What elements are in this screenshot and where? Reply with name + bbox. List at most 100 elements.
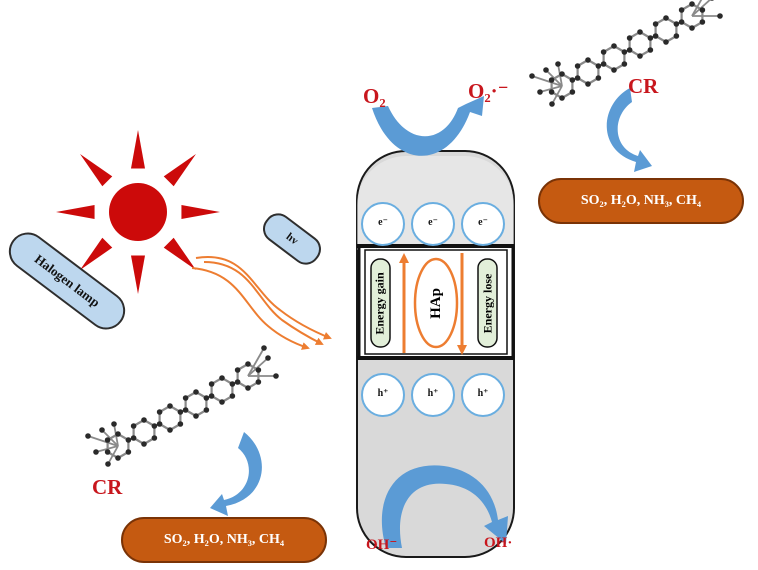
superoxide-product-label: O₂·⁻ bbox=[468, 79, 509, 103]
molecule-bond bbox=[531, 75, 563, 87]
molecule-bond bbox=[539, 85, 563, 93]
molecule-atom bbox=[203, 407, 210, 413]
molecule-atom bbox=[626, 47, 633, 53]
molecule-bond bbox=[691, 0, 712, 17]
molecule-atom bbox=[141, 417, 147, 423]
molecule-atom bbox=[689, 1, 695, 7]
molecule-atom bbox=[543, 67, 549, 73]
molecule-atom bbox=[229, 393, 236, 399]
molecule-atom bbox=[600, 49, 607, 55]
degradation-arrow-top bbox=[606, 88, 652, 172]
molecule-atom bbox=[574, 75, 581, 81]
hole-site-2 bbox=[411, 373, 455, 417]
molecule-atom bbox=[699, 7, 706, 13]
molecule-atom bbox=[549, 101, 555, 107]
molecule-atom bbox=[710, 0, 714, 1]
molecule-atom bbox=[585, 81, 591, 87]
molecule-atom bbox=[167, 427, 173, 433]
hap-text-box: HAp bbox=[424, 280, 448, 326]
molecule-atom bbox=[647, 35, 654, 41]
molecule-atom bbox=[273, 373, 279, 379]
molecule-atom bbox=[537, 89, 543, 95]
sun-ray bbox=[163, 154, 196, 187]
molecule-atom bbox=[255, 367, 262, 373]
molecule-atom bbox=[130, 423, 137, 429]
molecule-atom bbox=[93, 449, 99, 455]
molecule-bond bbox=[691, 0, 703, 17]
sun-ray bbox=[80, 237, 113, 270]
molecule-bond bbox=[95, 445, 119, 453]
hydroxyl-radical-label: OH· bbox=[484, 535, 513, 551]
sun-ray bbox=[181, 204, 220, 220]
molecule-bond bbox=[551, 85, 563, 105]
molecule-atom bbox=[585, 57, 591, 63]
molecule-atom bbox=[255, 379, 262, 385]
molecule-atom bbox=[717, 13, 723, 19]
molecule-bond bbox=[101, 429, 119, 447]
hole-label-3: h⁺ bbox=[477, 388, 489, 399]
molecule-atom bbox=[104, 437, 111, 443]
congo-red-molecule-top bbox=[529, 0, 723, 107]
molecule-atom bbox=[611, 43, 617, 49]
molecule-atom bbox=[699, 19, 706, 25]
molecule-atom bbox=[673, 33, 680, 39]
molecule-atom bbox=[104, 449, 111, 455]
electron-label-1: e⁻ bbox=[378, 217, 388, 228]
molecule-atom bbox=[234, 367, 241, 373]
products-text-top: SO₂, H₂O, NH₃, CH₄ bbox=[580, 193, 702, 208]
molecule-atom bbox=[637, 29, 643, 35]
dye-label-bottom: CR bbox=[92, 475, 123, 499]
molecule-atom bbox=[167, 403, 173, 409]
molecule-atom bbox=[569, 77, 576, 83]
molecule-atom bbox=[678, 7, 685, 13]
molecule-bond bbox=[545, 69, 563, 87]
molecule-atom bbox=[689, 25, 695, 31]
electron-label-3: e⁻ bbox=[478, 217, 488, 228]
molecule-atom bbox=[637, 53, 643, 59]
molecule-atom bbox=[626, 35, 633, 41]
energy-lose-label: Energy lose bbox=[480, 273, 495, 333]
molecule-atom bbox=[208, 381, 215, 387]
molecule-atom bbox=[125, 437, 132, 443]
molecule-atom bbox=[151, 423, 158, 429]
hole-label-1: h⁺ bbox=[377, 388, 389, 399]
molecule-atom bbox=[219, 375, 225, 381]
sun-ray bbox=[130, 255, 146, 294]
molecule-atom bbox=[548, 89, 555, 95]
molecule-atom bbox=[559, 95, 565, 101]
molecule-atom bbox=[621, 61, 628, 67]
energy-gain-text-box: Energy gain bbox=[371, 259, 390, 347]
energy-lose-text-box: Energy lose bbox=[478, 259, 497, 347]
sun-ray bbox=[163, 237, 196, 270]
molecule-atom bbox=[229, 381, 236, 387]
hole-site-1 bbox=[361, 373, 405, 417]
molecule-atom bbox=[663, 15, 669, 21]
hole-site-3 bbox=[461, 373, 505, 417]
molecule-atom bbox=[678, 19, 685, 25]
molecule-atom bbox=[177, 421, 184, 427]
molecule-atom bbox=[621, 49, 628, 55]
oxygen-reactant-label: O₂ bbox=[363, 84, 386, 108]
molecule-bond bbox=[247, 347, 265, 377]
molecule-atom bbox=[574, 63, 581, 69]
dye-label-top: CR bbox=[628, 74, 659, 98]
electron-site-2 bbox=[411, 202, 455, 246]
sun-ray bbox=[80, 154, 113, 187]
molecule-atom bbox=[156, 409, 163, 415]
molecule-atom bbox=[105, 461, 111, 467]
molecule-atom bbox=[203, 395, 210, 401]
molecule-atom bbox=[182, 407, 189, 413]
molecule-atom bbox=[193, 413, 199, 419]
molecule-atom bbox=[559, 71, 565, 77]
electron-site-1 bbox=[361, 202, 405, 246]
degradation-products-top: SO₂, H₂O, NH₃, CH₄ bbox=[538, 178, 744, 224]
molecule-atom bbox=[141, 441, 147, 447]
energy-lose-bar bbox=[477, 258, 498, 348]
molecule-atom bbox=[548, 77, 555, 83]
energy-gain-bar bbox=[370, 258, 391, 348]
sun-core bbox=[109, 183, 167, 241]
sun-icon bbox=[56, 130, 220, 294]
molecule-atom bbox=[85, 433, 91, 439]
molecule-atom bbox=[182, 395, 189, 401]
